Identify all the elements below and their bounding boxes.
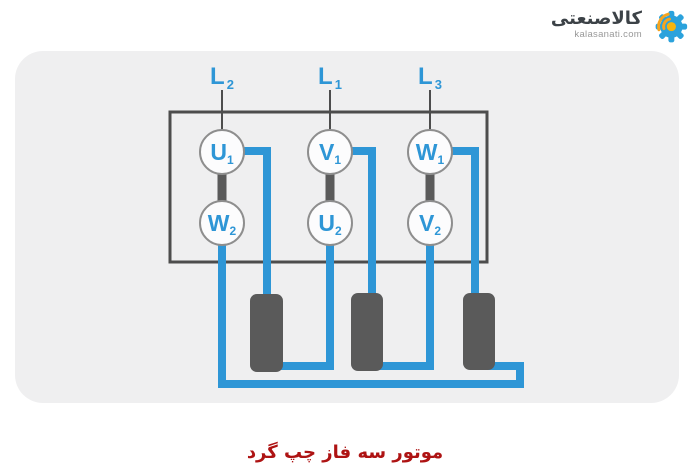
wire-v2-to-coil2 — [378, 241, 434, 370]
terminal-label-u2: U2 — [318, 210, 342, 238]
terminal-u1 — [199, 129, 245, 175]
logo-domain-text: kalasanati.com — [574, 28, 642, 40]
figure-caption: موتور سه فاز چپ گرد — [246, 442, 444, 463]
gear-signal-icon — [655, 10, 688, 43]
winding-coil-2 — [351, 293, 383, 371]
signal-arcs — [657, 12, 671, 32]
terminal-v2 — [407, 200, 453, 246]
terminal-v1 — [307, 129, 353, 175]
terminal-label-u1: U1 — [210, 139, 234, 167]
gear-hub-dot — [666, 22, 676, 32]
wire-u2-to-coil1 — [278, 241, 334, 370]
terminal-u2 — [307, 200, 353, 246]
wire-v1-to-coil2 — [346, 147, 376, 300]
link-bar-w1-v2 — [425, 170, 435, 206]
wire-w1-to-coil3 — [446, 147, 479, 300]
link-bar-v1-u2 — [325, 170, 335, 206]
wire-w2-bus-to-coil3 — [218, 241, 524, 388]
terminal-w1 — [407, 129, 453, 175]
terminal-label-w2: W2 — [208, 210, 237, 238]
link-bar-u1-w2 — [217, 170, 227, 206]
terminal-label-v1: V1 — [319, 139, 341, 167]
winding-coil-1 — [250, 294, 283, 372]
site-logo: کالاصنعتی kalasanati.com — [551, 3, 688, 45]
wire-u1-to-coil1 — [238, 147, 271, 300]
terminal-w2 — [199, 200, 245, 246]
winding-coil-3 — [463, 293, 495, 370]
terminal-label-w1: W1 — [416, 139, 445, 167]
terminal-label-v2: V2 — [419, 210, 441, 238]
logo-text-block: کالاصنعتی kalasanati.com — [550, 7, 642, 40]
logo-brand-text: کالاصنعتی — [550, 7, 642, 29]
